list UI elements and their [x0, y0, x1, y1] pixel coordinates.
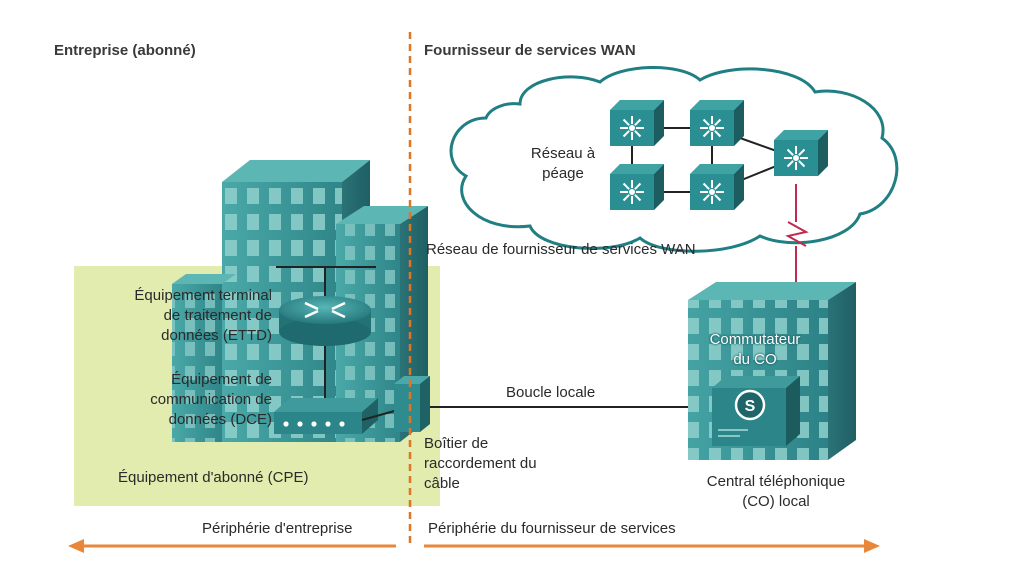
dce-label: Équipement de communication de données (…	[150, 371, 272, 428]
demarc-label: Boîtier de raccordement du câble	[424, 435, 537, 492]
enterprise-edge-label: Périphérie d'entreprise	[202, 520, 353, 537]
wan-switch-icon	[774, 130, 828, 176]
switch-symbol: S	[745, 398, 756, 415]
central-office-label: Central téléphonique (CO) local	[706, 473, 846, 510]
cpe-label: Équipement d'abonné (CPE)	[118, 469, 309, 486]
modem-icon	[274, 398, 378, 434]
co-switch-label: Commutateur du CO	[709, 331, 801, 368]
local-loop-label: Boucle locale	[506, 384, 596, 401]
toll-network-label: Réseau à péage	[530, 145, 596, 182]
wan-switch-icon	[610, 100, 664, 146]
wan-provider-header: Fournisseur de services WAN	[424, 42, 636, 59]
dte-label: Équipement terminal de traitement de don…	[134, 287, 272, 344]
enterprise-edge-arrow	[68, 539, 396, 553]
wan-switch-icon	[690, 100, 744, 146]
co-switch-icon: S	[712, 376, 800, 446]
demarc-box-icon	[394, 376, 430, 432]
provider-edge-arrow	[424, 539, 880, 553]
serial-link	[785, 184, 809, 282]
cloud-icon	[449, 65, 899, 253]
provider-edge-label: Périphérie du fournisseur de services	[428, 520, 676, 537]
wan-switch-icon	[610, 164, 664, 210]
wan-switch-icon	[690, 164, 744, 210]
router-icon	[276, 266, 376, 398]
dce-link	[361, 409, 399, 421]
wan-provider-network-label: Réseau de fournisseur de services WAN	[426, 241, 696, 258]
enterprise-header: Entreprise (abonné)	[54, 42, 196, 59]
